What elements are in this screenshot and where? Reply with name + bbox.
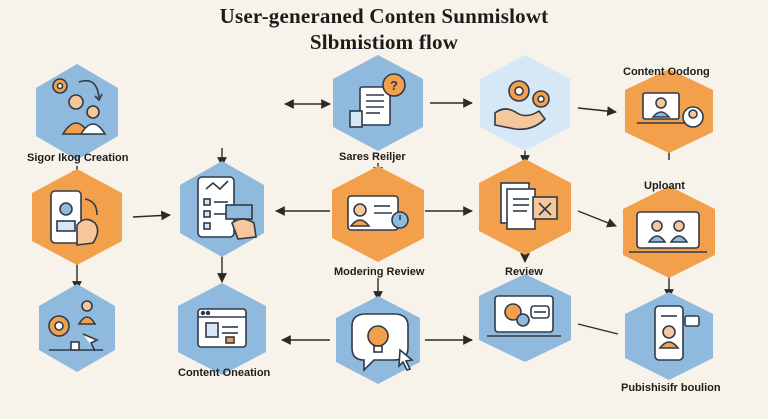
node-n5 (178, 283, 266, 375)
node-n4 (180, 161, 264, 257)
label-uploant: Uploant (644, 180, 685, 192)
node-n7 (332, 166, 424, 262)
lightbulb-cursor-icon (351, 313, 414, 372)
label-modering-review: Modering Review (334, 266, 425, 278)
arrow-n9-to-n12 (577, 106, 617, 116)
hand-gears-icon (494, 80, 550, 131)
label-review: Review (505, 266, 543, 278)
browser-content-icon (197, 308, 247, 348)
node-n1 (36, 64, 118, 160)
team-gears-icon (52, 78, 107, 135)
node-n9 (480, 55, 570, 151)
laptop-two-people-icon (629, 211, 707, 253)
phone-person-icon (654, 305, 700, 361)
id-card-icon (347, 195, 409, 231)
node-n3 (39, 284, 115, 372)
arrow-n2-to-n4 (132, 210, 171, 221)
arrow-n10-to-n13 (577, 210, 617, 228)
diagram-title-line-1: User-generaned Conten Sunmislowt (219, 4, 549, 28)
node-n6: ? (333, 55, 423, 151)
node-n11 (479, 274, 571, 362)
documents-x-icon (500, 182, 558, 230)
label-sares-reiljer: Sares Reiljer (339, 151, 406, 163)
node-n2 (32, 169, 122, 265)
node-n12 (625, 69, 713, 153)
svg-text:?: ? (390, 78, 398, 93)
tablet-checklist-icon (197, 176, 257, 240)
label-publishisifr-boulion: Pubishisifr boulion (621, 382, 721, 394)
laptop-person-icon (637, 92, 704, 128)
node-n10 (479, 159, 571, 255)
person-gears-cursor-icon (48, 300, 103, 352)
label-content-oodong: Content Oodong (623, 66, 710, 78)
connector-n11-to-n14 (577, 323, 619, 335)
document-chat-icon: ? (349, 73, 406, 128)
diagram-title-line-2: Slbmistiom flow (309, 30, 459, 54)
tablet-hand-icon (50, 190, 99, 246)
node-n14 (625, 292, 713, 380)
node-n8 (336, 296, 420, 384)
label-content-oneation: Content Oneation (178, 367, 271, 379)
laptop-chat-icon (487, 295, 561, 337)
label-sigor-ikog-creation: Sigor Ikog Creation (27, 152, 129, 164)
node-n13 (623, 186, 715, 278)
